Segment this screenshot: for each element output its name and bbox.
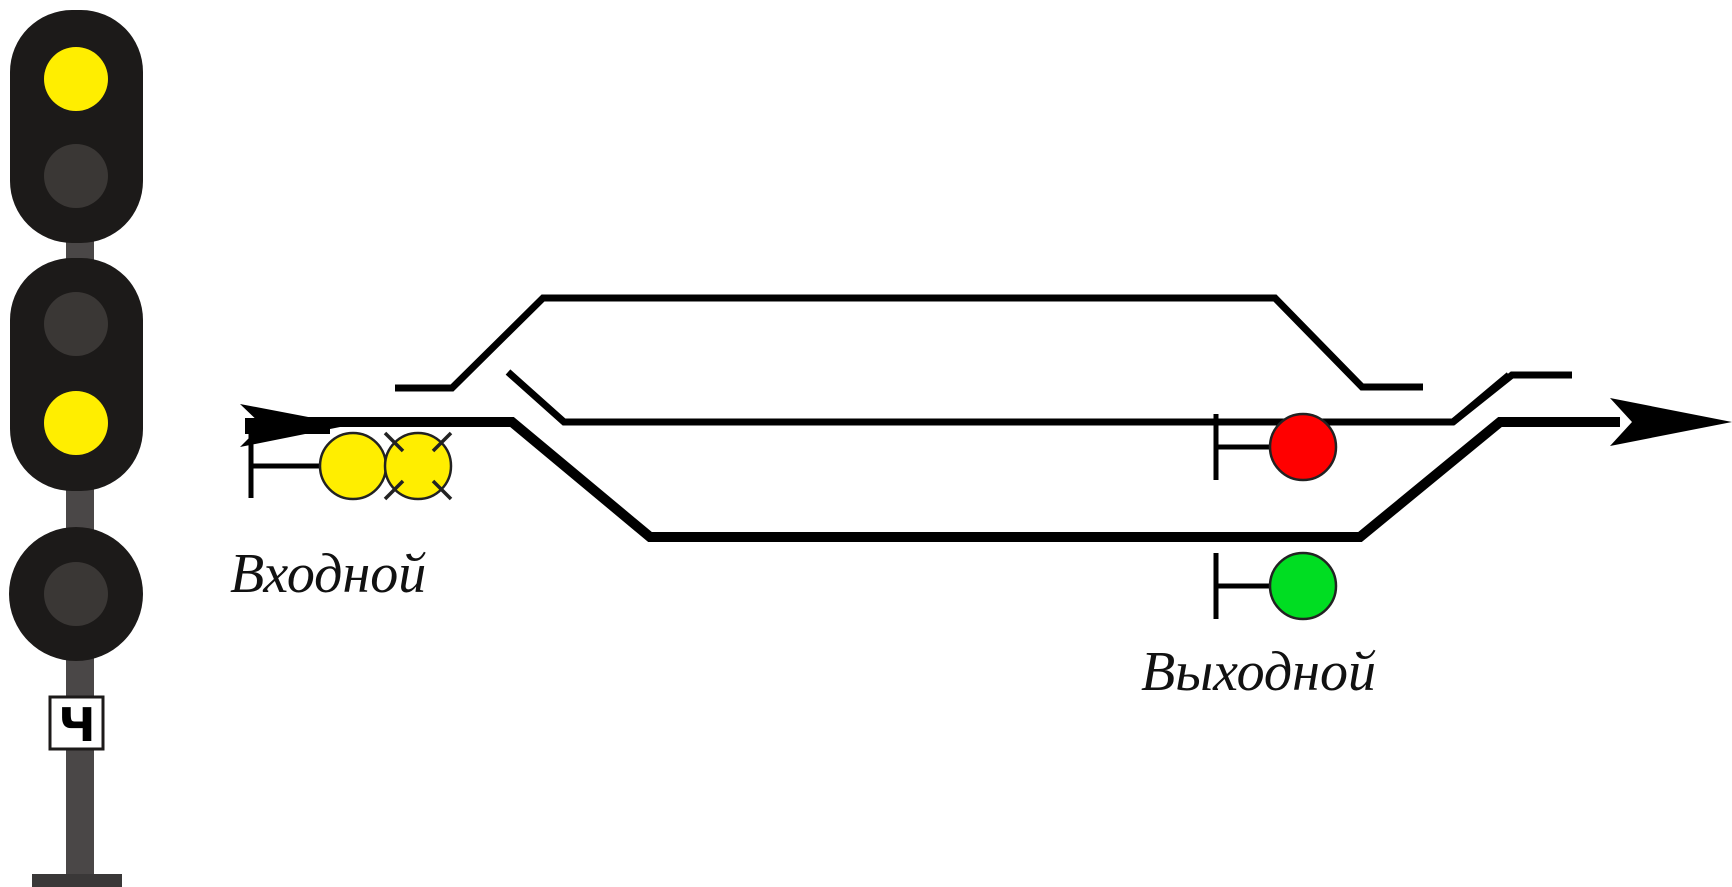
signal-head-middle xyxy=(10,258,143,491)
exit-signal-red xyxy=(1213,412,1338,482)
mast-lamp-2 xyxy=(44,144,108,208)
exit-signal-green xyxy=(1213,551,1338,621)
cross-mark-icon xyxy=(383,431,453,501)
plate-letter: Ч xyxy=(58,698,95,752)
exit-lamp-green xyxy=(1268,551,1338,621)
signal-plate xyxy=(48,695,105,751)
entry-lamp-yellow xyxy=(318,431,388,501)
arrow-right-icon xyxy=(240,404,350,447)
right-siding xyxy=(1450,371,1572,425)
main-track xyxy=(255,417,1620,542)
third-track xyxy=(395,294,1423,392)
track-layout xyxy=(255,294,1620,542)
mast-lamp-1 xyxy=(44,47,108,111)
exit-signal-label: Выходной xyxy=(1141,641,1376,703)
mast-signal: Ч xyxy=(9,10,143,887)
pole-base xyxy=(32,874,122,887)
mast-lamp-3 xyxy=(44,292,108,356)
entry-signal-label: Входной xyxy=(230,543,427,605)
mast-lamp-4 xyxy=(44,391,108,455)
arrow-right-icon xyxy=(1610,398,1732,446)
signal-head-upper xyxy=(10,10,143,243)
mast-lamp-5 xyxy=(44,562,108,626)
entry-signal xyxy=(248,431,453,501)
exit-lamp-red xyxy=(1268,412,1338,482)
